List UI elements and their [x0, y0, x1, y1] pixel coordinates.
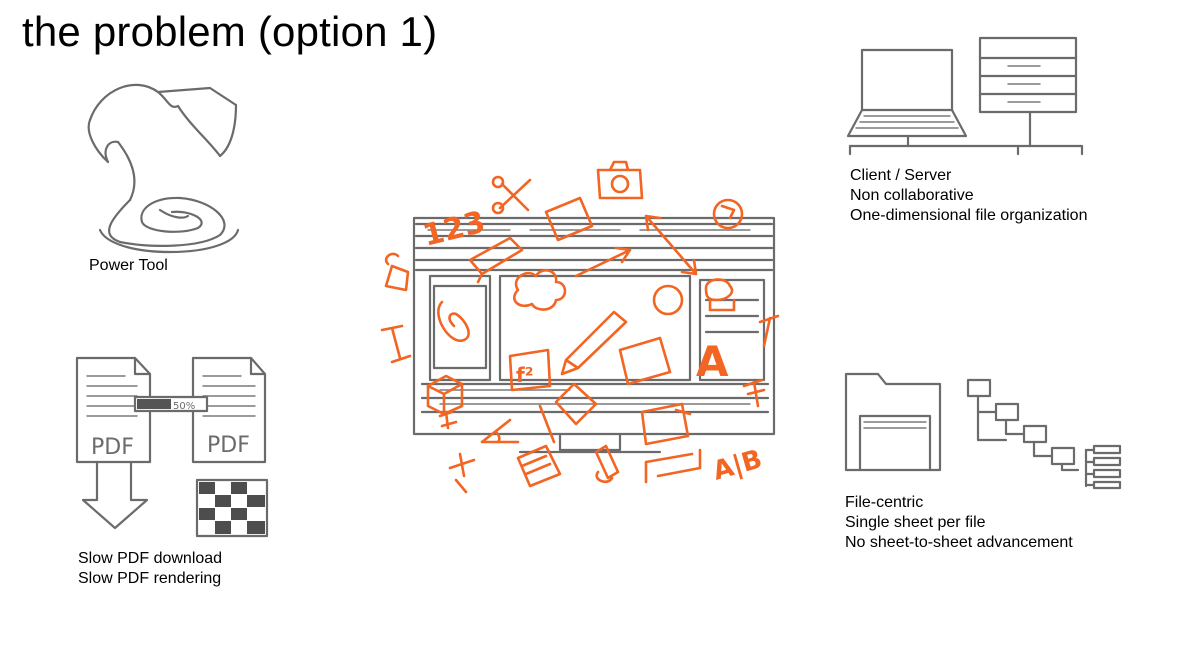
- cluttered-app-window-icon: 123 A: [380, 160, 780, 494]
- text-tool-doodle: A: [696, 337, 729, 386]
- caption-line: Slow PDF rendering: [78, 570, 222, 587]
- progress-label: 50%: [173, 401, 195, 412]
- caption-line: Power Tool: [89, 257, 168, 274]
- left-pdf-label: PDF: [91, 435, 134, 460]
- caption-line: One-dimensional file organization: [850, 207, 1088, 224]
- caption-line: File-centric: [845, 494, 924, 511]
- page-title: the problem (option 1): [22, 8, 438, 55]
- caption-line: Client / Server: [850, 167, 952, 184]
- pdf-caption: Slow PDF download Slow PDF rendering: [78, 549, 222, 589]
- client-server-icon: [846, 36, 1084, 156]
- right-pdf-label: PDF: [207, 433, 250, 458]
- numbers-doodle: 123: [419, 205, 488, 254]
- letters-doodle: A|B: [710, 444, 766, 486]
- orange-doodles: 123 A: [380, 160, 780, 494]
- caption-line: No sheet-to-sheet advancement: [845, 534, 1073, 551]
- caption-line: Single sheet per file: [845, 514, 986, 531]
- power-tool-caption: Power Tool: [89, 256, 168, 276]
- app-window-sketch: [412, 216, 776, 454]
- formula-doodle: f²: [516, 363, 533, 387]
- progress-fill: [137, 399, 171, 409]
- pdf-documents-icon: PDF PDF 50%: [75, 356, 269, 538]
- caption-line: Non collaborative: [850, 187, 974, 204]
- folder-tree-icon: [844, 372, 1122, 490]
- file-centric-caption: File-centric Single sheet per file No sh…: [845, 493, 1073, 553]
- caption-line: Slow PDF download: [78, 550, 223, 567]
- power-tool-icon: [87, 83, 240, 254]
- client-server-caption: Client / Server Non collaborative One-di…: [850, 166, 1087, 226]
